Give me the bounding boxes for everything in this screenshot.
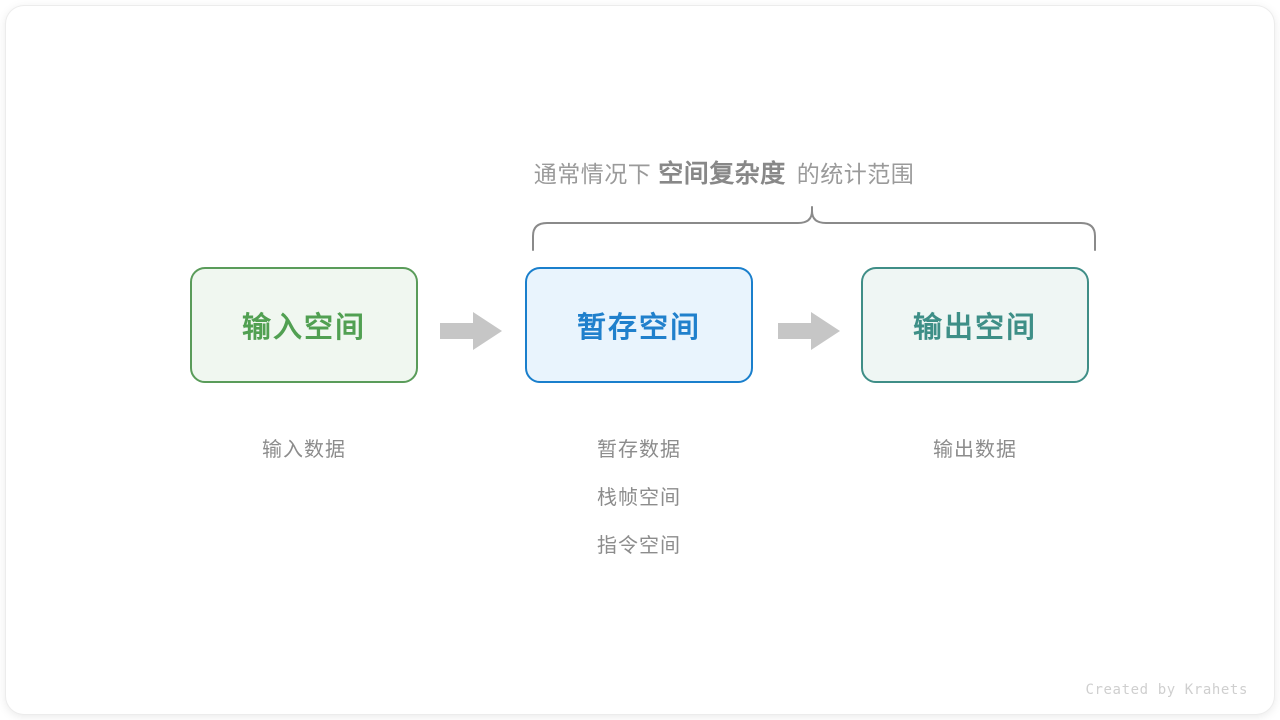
- caption-item: 输出数据: [933, 439, 1017, 461]
- node-temp-space-label: 暂存空间: [576, 312, 701, 344]
- arrow-right-icon-temp-to-output: [778, 312, 840, 350]
- node-output-space-label: 输出空间: [912, 312, 1037, 344]
- caption-item: 暂存数据: [597, 439, 681, 461]
- caption-item: 输入数据: [262, 439, 346, 461]
- diagram-card: 通常情况下空间复杂度的统计范围 输入空间 暂存空间 输出空间 输入数据 暂存数据: [6, 6, 1274, 714]
- heading-lead-text: 通常情况下: [533, 161, 652, 187]
- caption-list-output: 输出数据: [861, 426, 1089, 474]
- caption-item: 栈帧空间: [597, 487, 681, 509]
- node-output-space[interactable]: 输出空间: [861, 267, 1089, 383]
- caption-item: 指令空间: [597, 535, 681, 557]
- caption-list-input: 输入数据: [190, 426, 418, 474]
- arrow-right-icon-input-to-temp: [440, 312, 502, 350]
- caption-list-temp: 暂存数据 栈帧空间 指令空间: [525, 426, 753, 570]
- node-input-space-label: 输入空间: [241, 312, 366, 344]
- heading-tail-text: 的统计范围: [796, 161, 915, 187]
- scope-brace-icon: [532, 206, 1096, 251]
- heading-emphasis-text: 空间复杂度: [658, 160, 786, 188]
- node-input-space[interactable]: 输入空间: [190, 267, 418, 383]
- diagram-heading: 通常情况下空间复杂度的统计范围: [6, 154, 1274, 190]
- node-temp-space[interactable]: 暂存空间: [525, 267, 753, 383]
- credit-text: Created by Krahets: [1085, 682, 1248, 698]
- diagram-stage: 通常情况下空间复杂度的统计范围 输入空间 暂存空间 输出空间 输入数据 暂存数据: [6, 6, 1274, 714]
